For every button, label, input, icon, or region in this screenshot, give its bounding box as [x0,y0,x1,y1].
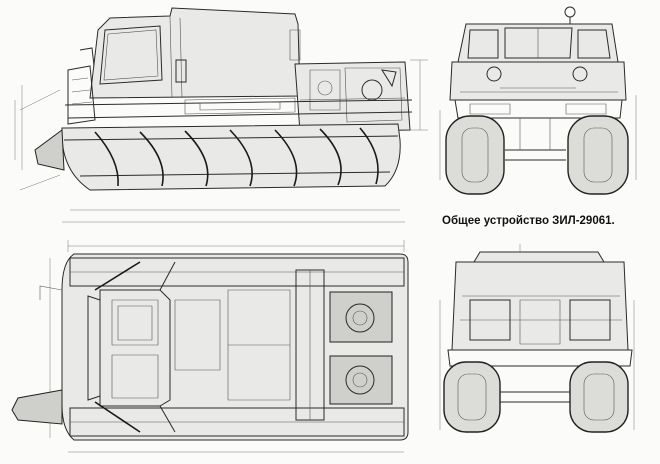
side-view [14,7,428,223]
drawing-caption: Общее устройство ЗИЛ-29061. [442,215,615,227]
front-view [439,6,637,195]
top-view [11,240,409,453]
rear-view [439,244,635,433]
